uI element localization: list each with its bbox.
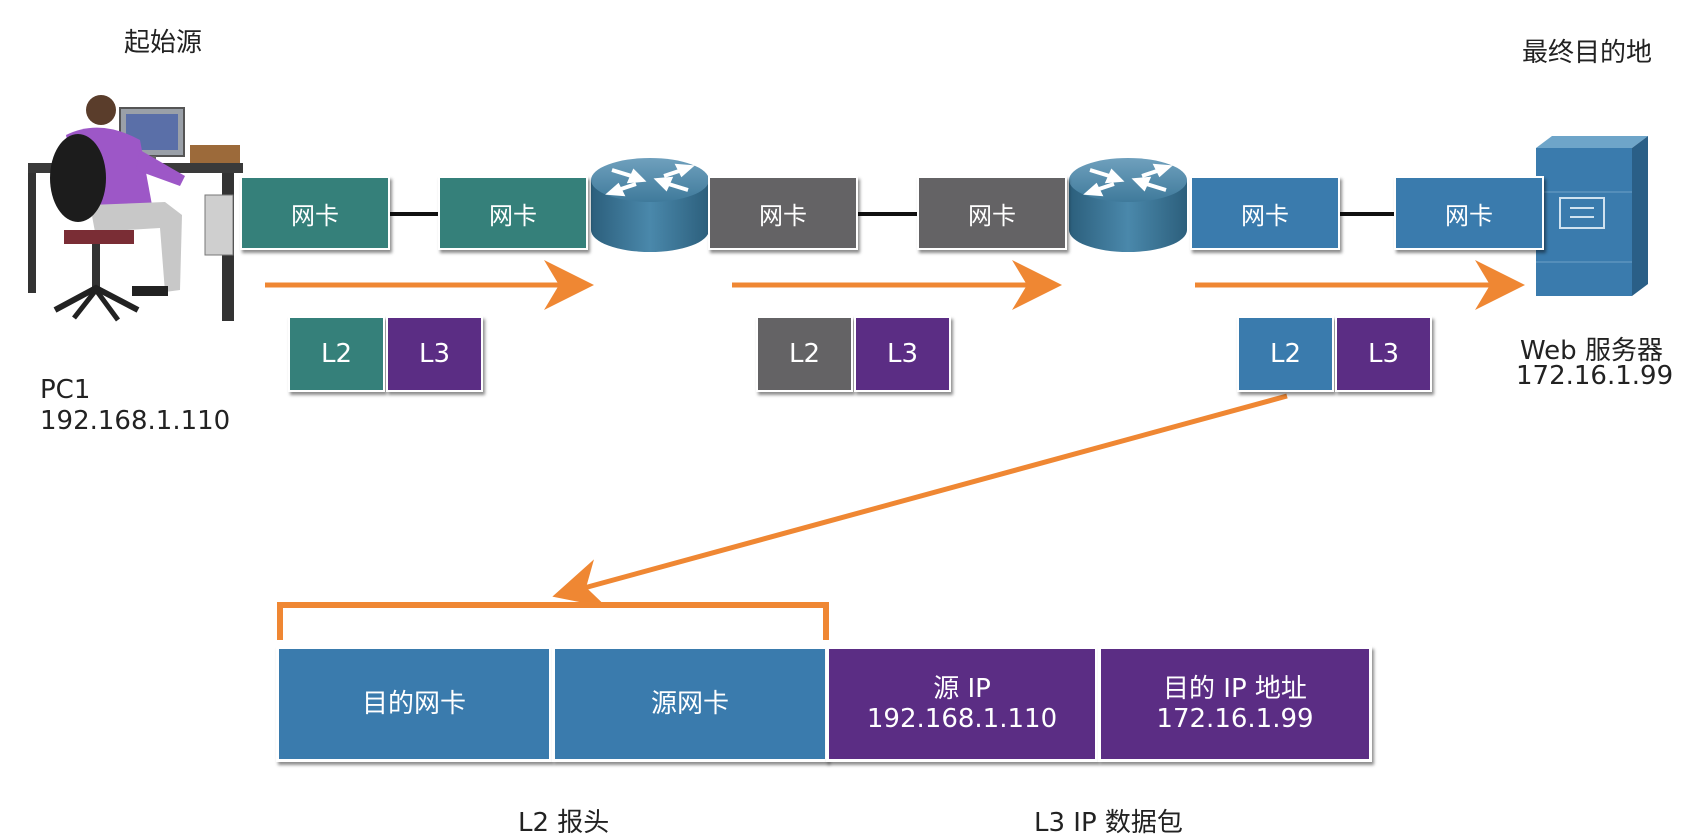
router-icon (591, 158, 709, 252)
nic-box: 网卡 (1394, 176, 1544, 250)
l2-header-caption: L2 报头 (518, 808, 610, 838)
dest-ip-field: 目的 IP 地址 172.16.1.99 (1098, 646, 1372, 762)
destination-title: 最终目的地 (1522, 38, 1653, 68)
pc-name: PC1 (40, 375, 91, 405)
web-server-icon (1536, 136, 1648, 296)
server-name: Web 服务器 (1520, 336, 1663, 366)
zoom-arrow (552, 393, 1288, 608)
pc-ip: 192.168.1.110 (40, 406, 231, 436)
nic-box: 网卡 (917, 176, 1067, 250)
l3-packet-caption: L3 IP 数据包 (1034, 808, 1183, 838)
dest-ip-label: 目的 IP 地址 (1163, 674, 1307, 704)
nic-box: 网卡 (1190, 176, 1340, 250)
layer2-box: L2 (756, 316, 853, 392)
layer3-box: L3 (854, 316, 951, 392)
router-icon (1069, 158, 1187, 252)
dest-nic-field: 目的网卡 (276, 646, 552, 762)
src-ip-field: 源 IP 192.168.1.110 (826, 646, 1098, 762)
layer3-box: L3 (386, 316, 483, 392)
server-ip: 172.16.1.99 (1516, 361, 1674, 391)
dest-nic-label: 目的网卡 (361, 689, 466, 719)
layer3-box: L3 (1335, 316, 1432, 392)
origin-title: 起始源 (124, 28, 203, 58)
pc-icon (28, 95, 243, 322)
nic-box: 网卡 (708, 176, 858, 250)
dest-ip-value: 172.16.1.99 (1156, 704, 1314, 734)
src-ip-value: 192.168.1.110 (866, 704, 1058, 734)
src-nic-label: 源网卡 (650, 689, 729, 719)
layer2-box: L2 (288, 316, 385, 392)
l2-header-bracket (277, 602, 829, 640)
nic-box: 网卡 (438, 176, 588, 250)
layer2-box: L2 (1237, 316, 1334, 392)
nic-box: 网卡 (240, 176, 390, 250)
src-nic-field: 源网卡 (552, 646, 828, 762)
src-ip-label: 源 IP (933, 674, 991, 704)
